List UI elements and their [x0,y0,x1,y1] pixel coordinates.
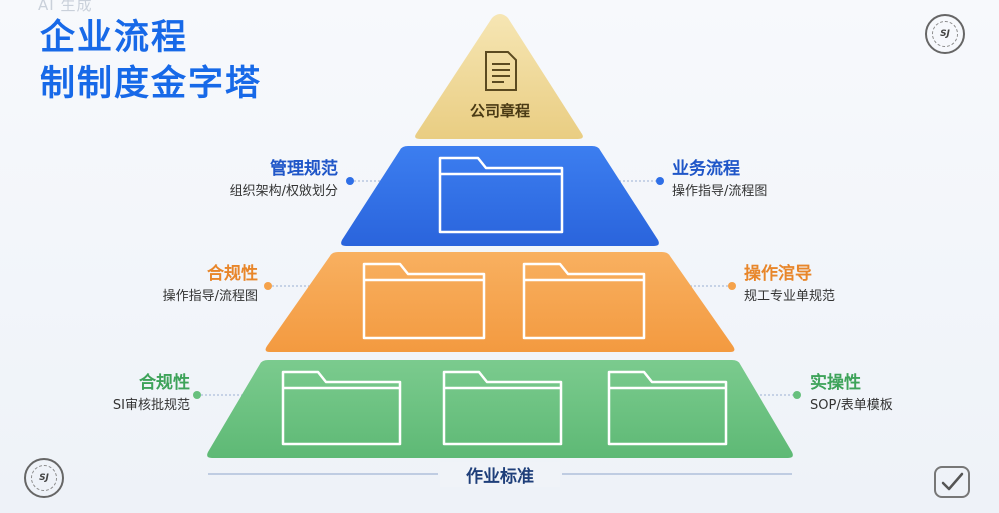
seal-inner: SJ [31,465,57,491]
seal-inner: SJ [932,21,958,47]
checkmark-icon [934,466,970,498]
label-sub: SI审核批规范 [112,398,190,413]
folder-icon [281,370,402,446]
label-operation-guide: 操作涫导 规工专业单规范 [744,263,914,307]
label-compliance-2: 合规性 SI审核批规范 [40,372,190,416]
label-sub: 组织架构/权敓划分 [229,184,338,199]
folder-icon [362,262,486,340]
page-title-line2: 制制度金字塔 [40,64,263,104]
label-business-process: 业务流程 操作指导/流程图 [672,158,842,202]
label-practicality: 实操性 SOP/表单模板 [810,372,970,416]
pyramid-tier-green [207,360,793,458]
label-sub: 操作指导/流程图 [162,289,258,304]
seal-text: SJ [39,473,49,483]
label-sub: SOP/表单模板 [810,398,893,413]
label-sub: 规工专业单规范 [744,289,836,304]
folder-icon [438,156,564,234]
label-head: 实操性 [810,373,861,393]
label-management-spec: 管理规范 组织架构/权敓划分 [180,158,338,202]
top-tier-label: 公司章程 [469,102,530,120]
folder-icon [442,370,563,446]
checkmark-glyph [941,472,964,491]
pyramid-tier-orange [265,252,735,352]
label-head: 业务流程 [672,159,740,179]
folder-icon [522,262,646,340]
seal-text: SJ [940,29,950,39]
label-head: 合规性 [139,373,190,393]
label-head: 操作涫导 [744,264,812,284]
folder-icon [607,370,728,446]
label-head: 合规性 [207,264,258,284]
document-icon [485,51,517,91]
label-head: 管理规范 [270,159,338,179]
ai-generated-watermark: AI 生成 [38,0,93,14]
seal-stamp-bottom-left: SJ [24,458,64,498]
seal-stamp-top-right: SJ [925,14,965,54]
page-title-line1: 企业流程 [40,18,189,58]
base-label: 作业标准 [440,462,560,487]
label-sub: 操作指导/流程图 [672,184,768,199]
label-compliance-1: 合规性 操作指导/流程图 [100,263,258,307]
pyramid-tier-blue [341,146,659,246]
connector-dots [193,177,801,399]
